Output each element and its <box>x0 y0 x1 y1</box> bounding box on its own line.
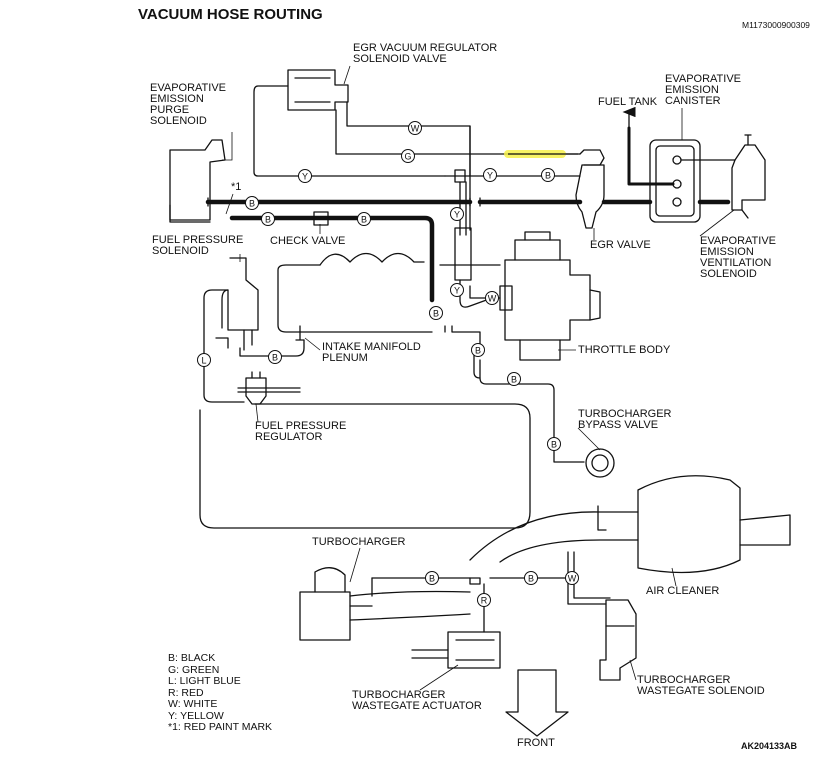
legend-item: Y: YELLOW <box>168 709 224 722</box>
badge-b-egr: B <box>541 168 555 182</box>
label-red-mark: *1 <box>231 181 242 193</box>
fuel-pressure-regulator <box>245 377 267 405</box>
legend-item: B: BLACK <box>168 652 216 664</box>
svg-text:Y: Y <box>454 210 460 220</box>
check-valve <box>313 211 329 226</box>
badge-w-throttle: W <box>485 291 499 305</box>
legend-item: G: GREEN <box>168 663 220 676</box>
badge-b-top1: B <box>245 196 259 210</box>
air-cleaner <box>637 475 741 574</box>
svg-text:B: B <box>528 574 534 584</box>
badge-b-turbo2: B <box>524 571 538 585</box>
badge-y-left: Y <box>298 169 312 183</box>
badge-b-plenum: B <box>429 306 443 320</box>
svg-text:Y: Y <box>487 171 493 181</box>
label-throttle-body: THROTTLE BODY <box>578 344 671 356</box>
wastegate-solenoid <box>599 599 637 681</box>
egr-regulator-solenoid <box>287 69 349 111</box>
svg-text:B: B <box>511 375 517 385</box>
badge-b-tb: B <box>471 343 485 357</box>
fuel-pressure-solenoid <box>221 257 259 331</box>
badge-l: L <box>197 353 211 367</box>
badge-b-bypass1: B <box>507 372 521 386</box>
badge-r: R <box>477 593 491 607</box>
evap-canister <box>649 139 701 223</box>
badge-b-check: B <box>357 212 371 226</box>
color-legend: B: BLACK G: GREEN L: LIGHT BLUE R: RED W… <box>168 652 273 734</box>
badge-b-fps: B <box>268 350 282 364</box>
legend-item: *1: RED PAINT MARK <box>168 721 273 733</box>
front-arrow <box>505 669 569 737</box>
label-turbocharger: TURBOCHARGER <box>312 536 406 548</box>
svg-text:B: B <box>545 171 551 181</box>
intake-plenum <box>277 264 433 333</box>
page-title: VACUUM HOSE ROUTING <box>138 6 323 23</box>
legend-item: L: LIGHT BLUE <box>168 675 241 687</box>
badge-b-bypass2: B <box>547 437 561 451</box>
badge-b-top2: B <box>261 212 275 226</box>
throttle-body <box>504 259 591 341</box>
legend-item: W: WHITE <box>168 698 218 710</box>
bypass-valve <box>585 448 615 478</box>
evap-purge-solenoid <box>169 139 226 221</box>
label-air-cleaner: AIR CLEANER <box>646 585 720 597</box>
svg-text:B: B <box>429 574 435 584</box>
badge-g: G <box>401 149 415 163</box>
engine-block <box>199 403 531 529</box>
svg-text:B: B <box>361 215 367 225</box>
svg-text:B: B <box>249 199 255 209</box>
svg-text:B: B <box>551 440 557 450</box>
svg-text:Y: Y <box>454 286 460 296</box>
svg-text:B: B <box>475 346 481 356</box>
hose-badges: W G Y Y B B B B Y Y W B B L B B B B B W … <box>197 121 579 607</box>
svg-text:W: W <box>488 294 497 304</box>
svg-text:R: R <box>481 596 488 606</box>
label-check-valve: CHECK VALVE <box>270 235 346 247</box>
svg-text:W: W <box>411 124 420 134</box>
label-fuel-tank: FUEL TANK <box>598 96 658 108</box>
label-front: FRONT <box>517 737 555 749</box>
svg-text:B: B <box>433 309 439 319</box>
legend-item: R: RED <box>168 686 204 699</box>
label-egr-valve: EGR VALVE <box>590 239 651 251</box>
badge-w-wastegate: W <box>565 571 579 585</box>
turbocharger <box>299 591 351 641</box>
svg-text:G: G <box>404 152 411 162</box>
svg-text:B: B <box>272 353 278 363</box>
badge-y-v1: Y <box>450 207 464 221</box>
wastegate-actuator <box>447 631 501 669</box>
figure-code: AK204133AB <box>741 741 798 751</box>
svg-text:Y: Y <box>302 172 308 182</box>
svg-text:L: L <box>201 356 206 366</box>
reference-code: M1173000900309 <box>742 20 810 30</box>
egr-valve <box>575 164 605 229</box>
svg-text:W: W <box>568 574 577 584</box>
badge-y-mid: Y <box>483 168 497 182</box>
badge-b-turbo1: B <box>425 571 439 585</box>
svg-text:B: B <box>265 215 271 225</box>
badge-y-v2: Y <box>450 283 464 297</box>
evap-ventilation-solenoid <box>731 144 766 211</box>
badge-w-top: W <box>408 121 422 135</box>
